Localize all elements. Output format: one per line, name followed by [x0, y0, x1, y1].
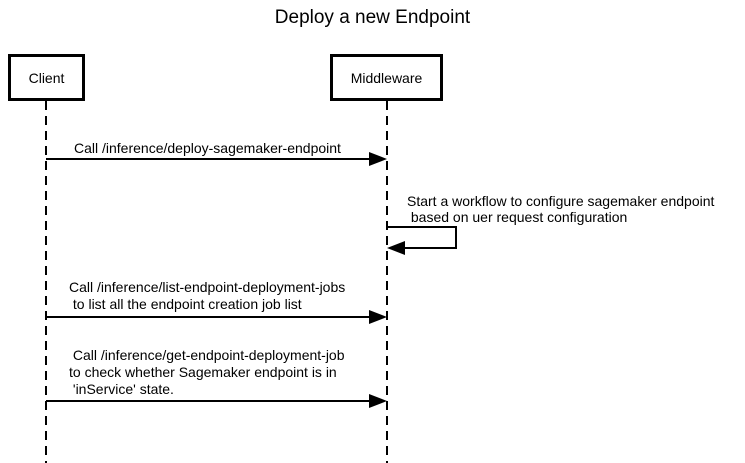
- message-arrowhead-deploy: [369, 152, 387, 166]
- message-label-workflow-line-1: Start a workflow to configure sagemaker …: [407, 193, 715, 209]
- message-label-get-line-3: 'inService' state.: [69, 381, 174, 397]
- message-label-list-line-2: to list all the endpoint creation job li…: [69, 296, 302, 312]
- message-arrowhead-list: [369, 310, 387, 324]
- message-label-get: Call /inference/get-endpoint-deployment-…: [69, 347, 345, 398]
- self-message-arrowhead: [387, 241, 405, 255]
- actor-label-middleware: Middleware: [350, 69, 423, 86]
- message-label-list: Call /inference/list-endpoint-deployment…: [69, 279, 345, 313]
- message-label-get-line-1: Call /inference/get-endpoint-deployment-…: [69, 347, 345, 363]
- diagram-title: Deploy a new Endpoint: [274, 7, 471, 28]
- actor-label-client: Client: [28, 69, 65, 86]
- actor-box-middleware: Middleware: [330, 54, 443, 101]
- message-label-workflow: Start a workflow to configure sagemaker …: [407, 193, 714, 225]
- message-label-deploy-line-1: Call /inference/deploy-sagemaker-endpoin…: [74, 140, 341, 156]
- self-message-loop: [388, 226, 457, 249]
- actor-box-client: Client: [8, 54, 85, 101]
- message-label-get-line-2: to check whether Sagemaker endpoint is i…: [69, 364, 337, 380]
- message-label-deploy: Call /inference/deploy-sagemaker-endpoin…: [74, 140, 341, 157]
- message-arrowhead-get: [369, 394, 387, 408]
- message-label-list-line-1: Call /inference/list-endpoint-deployment…: [69, 279, 346, 295]
- message-label-workflow-line-2: based on uer request configuration: [407, 209, 628, 225]
